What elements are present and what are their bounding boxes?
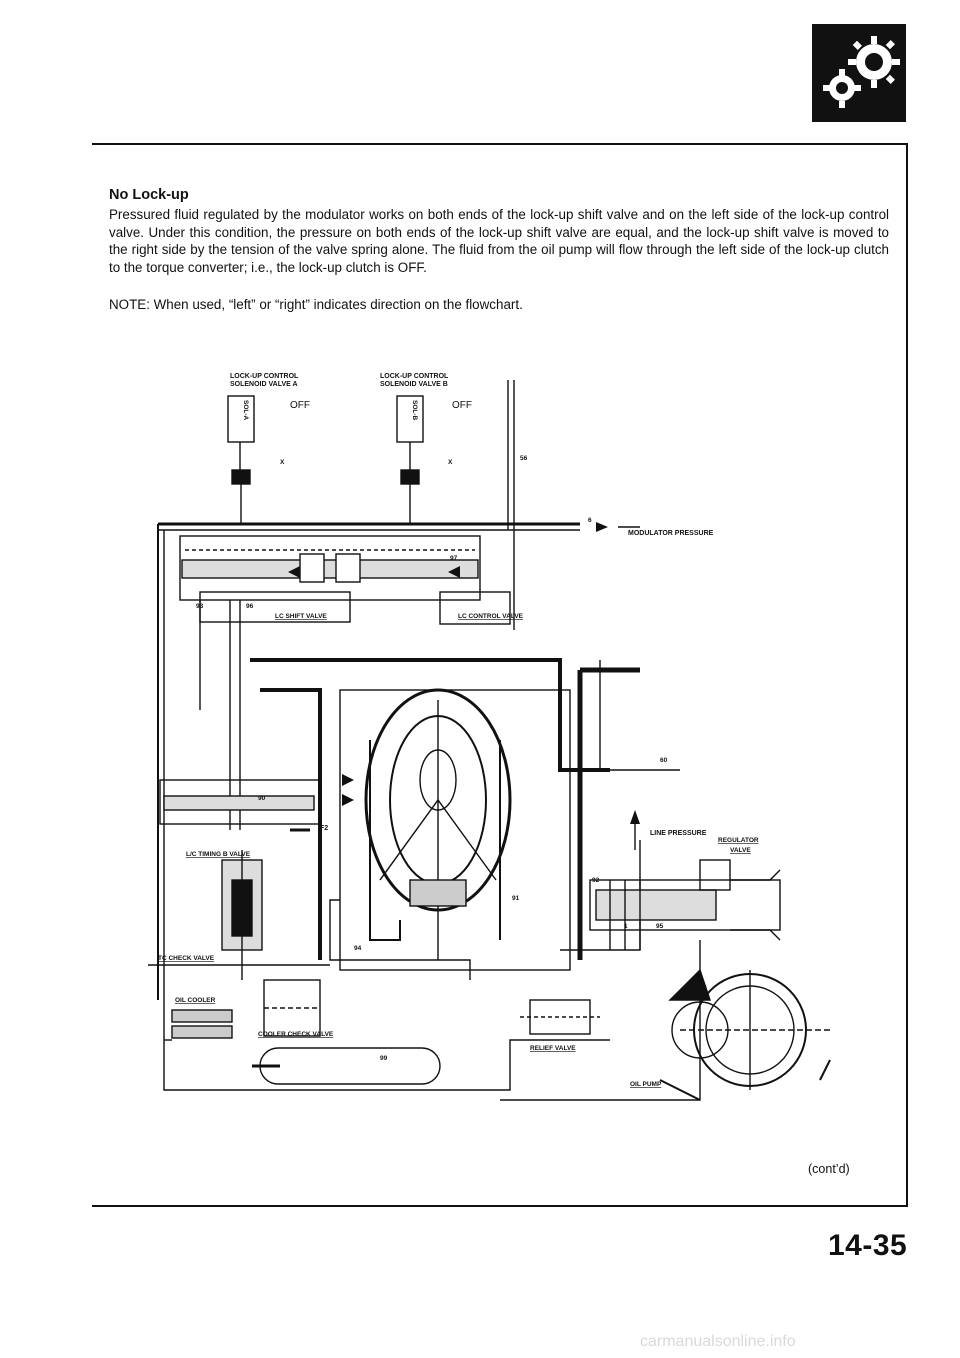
- solenoid-a-plunger: [231, 469, 251, 485]
- page-frame: [92, 143, 908, 1207]
- modulator-pressure-label: MODULATOR PRESSURE: [628, 530, 714, 537]
- solenoid-b-body: [396, 395, 424, 443]
- port-label: 96: [246, 603, 254, 610]
- lc-timing-valve-label: L/C TIMING B VALVE: [186, 851, 251, 858]
- relief-valve-body: [529, 999, 591, 1035]
- solenoid-a-label-2: SOLENOID VALVE A: [230, 381, 298, 388]
- torque-converter-housing: [339, 689, 571, 971]
- oil-cooler: [171, 1009, 233, 1023]
- line-pressure-arrow-icon: [630, 810, 640, 824]
- port-label: 93: [196, 603, 204, 610]
- port-label: 90: [258, 795, 266, 802]
- hydraulic-flowchart: LOCK-UP CONTROL SOLENOID VALVE A LOCK-UP…: [148, 373, 831, 1101]
- solenoid-b-state: OFF: [452, 400, 472, 411]
- tc-check-valve-label: TC CHECK VALVE: [158, 955, 215, 962]
- modulator-arrow-icon: [596, 522, 608, 532]
- lc-shift-valve-label: LC SHIFT VALVE: [275, 613, 327, 620]
- oil-pump-label: OIL PUMP: [630, 1081, 662, 1088]
- line-pressure-label: LINE PRESSURE: [650, 830, 707, 837]
- sol-a-text: SOL-A: [242, 400, 249, 421]
- solenoid-a-state: OFF: [290, 400, 310, 411]
- upper-valve-body: [179, 535, 481, 601]
- watermark: carmanualsonline.info: [640, 1333, 796, 1350]
- description-paragraph: Pressured fluid regulated by the modulat…: [109, 207, 889, 275]
- port-label: 94: [354, 945, 362, 952]
- converter-label: F2: [320, 825, 328, 832]
- port-label: 56: [520, 455, 528, 462]
- relief-line-chamber: [259, 1047, 441, 1085]
- solenoid-b-label-1: LOCK-UP CONTROL: [380, 373, 449, 380]
- regulator-valve-label-2: VALVE: [730, 847, 751, 854]
- port-label: 6: [588, 517, 592, 524]
- continued-note: (cont’d): [808, 1162, 850, 1176]
- port-label: 97: [450, 555, 458, 562]
- oil-cooler-label: OIL COOLER: [175, 997, 216, 1004]
- port-label: X: [280, 459, 285, 466]
- page-number: 14-35: [828, 1229, 908, 1262]
- regulator-valve-label-1: REGULATOR: [718, 837, 759, 844]
- port-label: 60: [660, 757, 668, 764]
- port-label: 91: [512, 895, 520, 902]
- port-label: 1: [624, 923, 628, 930]
- solenoid-b-label-2: SOLENOID VALVE B: [380, 381, 448, 388]
- solenoid-a-label-1: LOCK-UP CONTROL: [230, 373, 299, 380]
- lc-control-valve-label: LC CONTROL VALVE: [458, 613, 524, 620]
- flow-arrow-icon: [342, 794, 354, 806]
- solenoid-a-body: [227, 395, 255, 443]
- solenoid-b-plunger: [400, 469, 420, 485]
- section-heading: No Lock-up: [109, 187, 189, 203]
- cooler-check-valve-label: COOLER CHECK VALVE: [258, 1031, 334, 1038]
- lc-timing-valve-body: [159, 779, 321, 825]
- port-label: 99: [380, 1055, 388, 1062]
- flow-arrow-icon: [342, 774, 354, 786]
- port-label: X: [448, 459, 453, 466]
- regulator-valve-body: [589, 879, 781, 931]
- transmission-gears-icon: [812, 24, 906, 122]
- flow-arrow-icon: [448, 566, 460, 578]
- flow-arrow-icon: [288, 566, 300, 578]
- port-label: 95: [656, 923, 664, 930]
- note-text: NOTE: When used, “left” or “right” indic…: [109, 297, 523, 312]
- relief-valve-label: RELIEF VALVE: [530, 1045, 576, 1052]
- port-label: 92: [592, 877, 600, 884]
- sol-b-text: SOL-B: [411, 400, 418, 421]
